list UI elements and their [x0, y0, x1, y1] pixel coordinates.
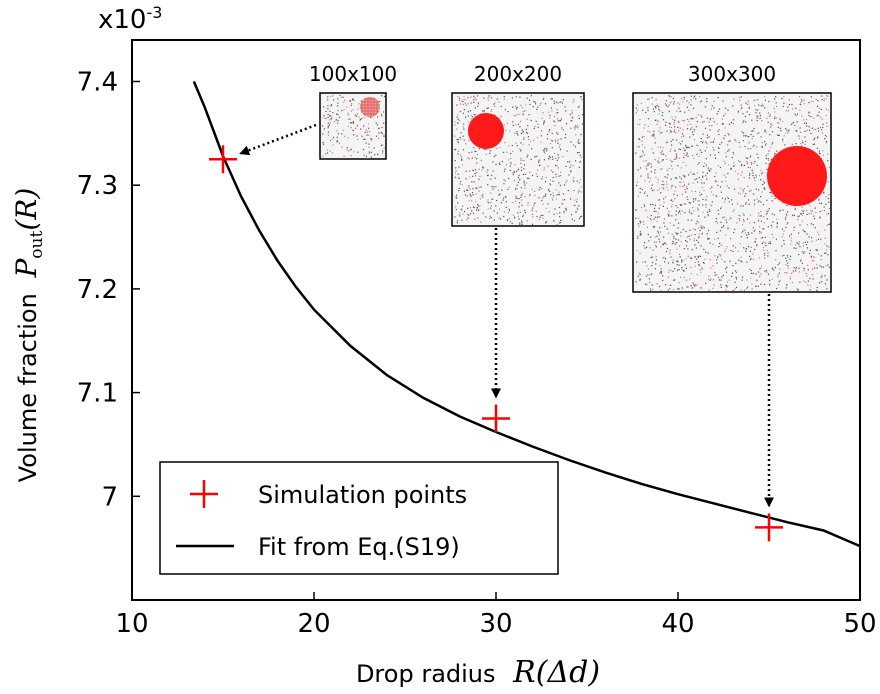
y-tick-label: 7.4	[77, 67, 118, 97]
fit-curve	[192, 81, 861, 548]
y-tick-label: 7.2	[77, 275, 118, 305]
legend-label-fit: Fit from Eq.(S19)	[258, 533, 460, 561]
legend-box	[159, 461, 559, 575]
legend-marker-simulation	[190, 480, 218, 508]
simulation-point	[209, 145, 237, 174]
inset-title: 200x200	[474, 62, 562, 86]
inset-frame	[451, 92, 585, 227]
fit-layer	[192, 81, 861, 548]
insets-layer: 100x100 200x200 300x300	[239, 62, 832, 508]
y-axis-label: Volume fraction Pout(R)	[10, 188, 47, 483]
inset-title: 300x300	[688, 62, 776, 86]
legend: Simulation points Fit from Eq.(S19)	[159, 461, 559, 575]
inset-title: 100x100	[309, 62, 397, 86]
inset-100x100	[319, 92, 387, 160]
ticks-layer: 10 20 30 40 50 7 7.1 7.2 7.3 7.4	[77, 67, 877, 639]
x-tick-label: 30	[479, 609, 512, 639]
inset-drop	[468, 113, 504, 149]
inset-arrow	[239, 123, 317, 156]
inset-noise	[454, 95, 584, 226]
y-tick-label: 7.3	[77, 171, 118, 201]
inset-200x200	[451, 92, 585, 227]
y-tick-label: 7	[101, 482, 118, 512]
x-tick-label: 40	[661, 609, 694, 639]
inset-noise	[635, 95, 831, 292]
x-tick-label: 10	[115, 609, 148, 639]
legend-label-simulation: Simulation points	[258, 481, 467, 509]
y-multiplier: x10-3	[98, 3, 162, 35]
x-tick-label: 50	[843, 609, 876, 639]
simulation-point	[482, 404, 510, 433]
y-tick-label: 7.1	[77, 379, 118, 409]
inset-drop	[767, 146, 827, 206]
x-axis-label: Drop radius R(Δd)	[356, 655, 600, 690]
x-tick-label: 20	[297, 609, 330, 639]
simulation-point	[755, 513, 783, 542]
plot-frame	[131, 39, 861, 601]
markers-layer	[209, 145, 783, 542]
inset-300x300	[632, 92, 832, 293]
